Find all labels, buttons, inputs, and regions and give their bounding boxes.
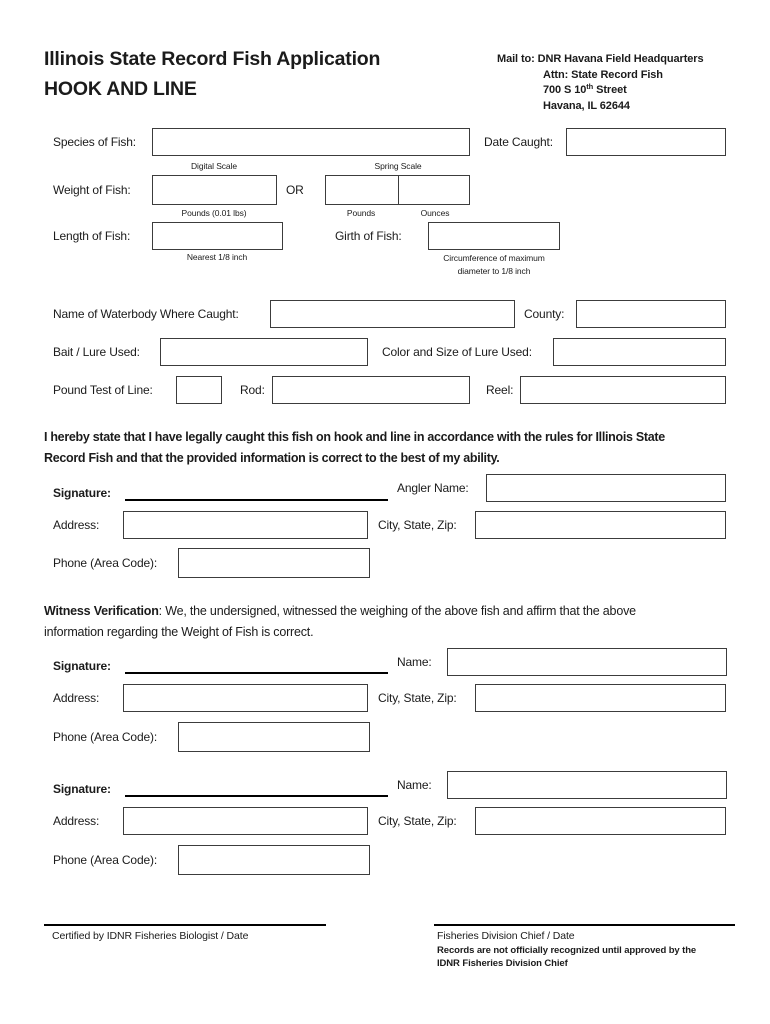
angler-statement-line-1: I hereby state that I have legally caugh… <box>44 430 665 444</box>
spring-ounces-caption: Ounces <box>420 208 450 218</box>
witness1-city-label: City, State, Zip: <box>378 691 457 705</box>
county-field[interactable] <box>576 300 726 328</box>
witness2-city-field[interactable] <box>475 807 726 835</box>
mail-to-block: Mail to: DNR Havana Field Headquarters A… <box>497 52 704 114</box>
mail-to-line-1: Mail to: DNR Havana Field Headquarters <box>497 52 704 68</box>
witness2-phone-field[interactable] <box>178 845 370 875</box>
approval-note: Records are not officially recognized un… <box>437 944 696 970</box>
mail-to-city: Havana, IL 62644 <box>543 99 630 112</box>
angler-phone-label: Phone (Area Code): <box>53 556 158 570</box>
page-title-line-2: HOOK AND LINE <box>44 78 197 100</box>
mail-to-prefix: Mail to: <box>497 53 535 65</box>
witness-statement: Witness Verification: We, the undersigne… <box>44 601 636 643</box>
angler-statement-line-2: Record Fish and that the provided inform… <box>44 451 500 465</box>
weight-digital-field[interactable] <box>152 175 277 205</box>
weight-spring-field[interactable] <box>325 175 470 205</box>
witness-statement-line-1: Witness Verification: We, the undersigne… <box>44 604 636 618</box>
mail-to-name: DNR Havana Field Headquarters <box>537 53 704 65</box>
witness-verification-lead: Witness Verification <box>44 604 159 618</box>
waterbody-field[interactable] <box>270 300 515 328</box>
lure-color-field[interactable] <box>553 338 726 366</box>
chief-label: Fisheries Division Chief / Date <box>437 930 575 942</box>
certified-label: Certified by IDNR Fisheries Biologist / … <box>52 930 249 942</box>
witness1-phone-field[interactable] <box>178 722 370 752</box>
or-label: OR <box>286 183 304 197</box>
bait-field[interactable] <box>160 338 368 366</box>
rod-field[interactable] <box>272 376 470 404</box>
witness2-name-field[interactable] <box>447 771 727 799</box>
angler-address-label: Address: <box>53 518 100 532</box>
angler-signature-line[interactable] <box>125 499 388 501</box>
reel-label: Reel: <box>486 383 514 397</box>
witness1-address-label: Address: <box>53 691 100 705</box>
species-label: Species of Fish: <box>53 135 136 149</box>
rod-label: Rod: <box>240 383 265 397</box>
bait-label: Bait / Lure Used: <box>53 345 140 359</box>
angler-address-field[interactable] <box>123 511 368 539</box>
witness1-phone-label: Phone (Area Code): <box>53 730 158 744</box>
date-caught-label: Date Caught: <box>484 135 553 149</box>
witness2-signature-line[interactable] <box>125 795 388 797</box>
spring-scale-caption: Spring Scale <box>374 161 422 171</box>
witness1-city-field[interactable] <box>475 684 726 712</box>
witness2-address-label: Address: <box>53 814 100 828</box>
lure-color-label: Color and Size of Lure Used: <box>382 345 532 359</box>
mail-to-attn: Attn: State Record Fish <box>543 68 663 81</box>
witness2-phone-label: Phone (Area Code): <box>53 853 158 867</box>
witness-statement-line-2: information regarding the Weight of Fish… <box>44 625 314 639</box>
mail-to-street: 700 S 10th Street <box>543 82 627 96</box>
spring-divider <box>397 176 399 204</box>
approval-note-line-2: IDNR Fisheries Division Chief <box>437 958 568 969</box>
witness2-name-label: Name: <box>397 778 432 792</box>
angler-city-label: City, State, Zip: <box>378 518 457 532</box>
witness1-name-label: Name: <box>397 655 432 669</box>
angler-name-field[interactable] <box>486 474 726 502</box>
girth-field[interactable] <box>428 222 560 250</box>
date-caught-field[interactable] <box>566 128 726 156</box>
page-title-line-1: Illinois State Record Fish Application <box>44 48 381 70</box>
approval-note-line-1: Records are not officially recognized un… <box>437 945 697 956</box>
digital-pounds-caption: Pounds (0.01 lbs) <box>181 208 247 218</box>
angler-phone-field[interactable] <box>178 548 370 578</box>
girth-caption: Circumference of maximum diameter to 1/8… <box>443 253 545 276</box>
pound-test-label: Pound Test of Line: <box>53 383 153 397</box>
length-field[interactable] <box>152 222 283 250</box>
page-title: Illinois State Record Fish Application H… <box>44 44 380 104</box>
pound-test-field[interactable] <box>176 376 222 404</box>
species-field[interactable] <box>152 128 470 156</box>
digital-scale-caption: Digital Scale <box>191 161 237 171</box>
witness2-address-field[interactable] <box>123 807 368 835</box>
witness1-signature-line[interactable] <box>125 672 388 674</box>
length-caption: Nearest 1/8 inch <box>186 252 248 262</box>
weight-label: Weight of Fish: <box>53 183 131 197</box>
angler-city-field[interactable] <box>475 511 726 539</box>
witness2-city-label: City, State, Zip: <box>378 814 457 828</box>
angler-statement: I hereby state that I have legally caugh… <box>44 427 665 469</box>
county-label: County: <box>524 307 565 321</box>
certified-signature-line[interactable] <box>44 924 326 926</box>
witness1-signature-label: Signature: <box>53 659 111 673</box>
length-label: Length of Fish: <box>53 229 131 243</box>
spring-pounds-caption: Pounds <box>346 208 376 218</box>
ordinal-superscript: th <box>586 82 594 91</box>
witness1-address-field[interactable] <box>123 684 368 712</box>
chief-signature-line[interactable] <box>434 924 735 926</box>
witness2-signature-label: Signature: <box>53 782 111 796</box>
angler-name-label: Angler Name: <box>397 481 469 495</box>
girth-label: Girth of Fish: <box>335 229 402 243</box>
angler-signature-label: Signature: <box>53 486 111 500</box>
waterbody-label: Name of Waterbody Where Caught: <box>53 307 239 321</box>
witness1-name-field[interactable] <box>447 648 727 676</box>
reel-field[interactable] <box>520 376 726 404</box>
